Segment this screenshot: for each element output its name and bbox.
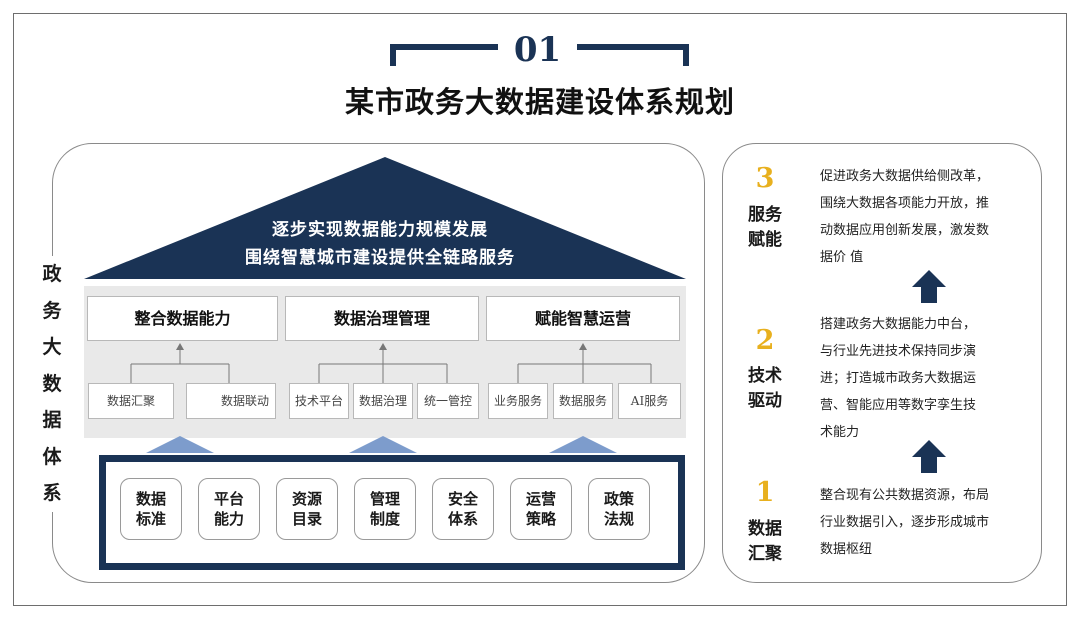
step-label: 数据汇聚: [742, 517, 788, 567]
sub-box: 数据汇聚: [88, 383, 174, 419]
pillar-line: 体系: [447, 510, 478, 528]
pillar-line: 管理: [369, 490, 400, 508]
pillar-line: 制度: [369, 510, 400, 528]
sub-box: 技术平台: [289, 383, 349, 419]
sub-box: 业务服务: [488, 383, 548, 419]
vertical-char: 据: [42, 409, 62, 431]
desc-line: 整合现有公共数据资源，布局: [820, 488, 990, 503]
capability-box-operation: 赋能智慧运营: [486, 296, 680, 341]
step-label-line: 汇聚: [748, 544, 782, 564]
pillar-line: 政策: [603, 490, 634, 508]
pillar-policy: 政策法规: [588, 478, 650, 540]
step-description: 促进政务大数据供给侧改革， 围绕大数据各项能力开放，推 动数据应用创新发展，激发…: [820, 163, 1025, 271]
step-description: 搭建政务大数据能力中台， 与行业先进技术保持同步演 进；打造城市政务大数据运 营…: [820, 311, 1025, 446]
step-label-line: 数据: [748, 519, 782, 539]
pillar-management: 管理制度: [354, 478, 416, 540]
step-description: 整合现有公共数据资源，布局 行业数据引入，逐步形成城市 数据枢纽: [820, 482, 1025, 563]
capability-box-integrate: 整合数据能力: [87, 296, 278, 341]
desc-line: 术能力: [820, 425, 860, 440]
sub-box: AI服务: [618, 383, 681, 419]
vertical-char: 体: [42, 445, 62, 468]
pillar-line: 数据: [135, 490, 166, 508]
vertical-char: 系: [42, 482, 62, 504]
sub-box: 数据治理: [353, 383, 413, 419]
step-label: 技术驱动: [742, 364, 788, 414]
pillar-line: 法规: [603, 510, 634, 528]
pillar-line: 目录: [291, 510, 322, 528]
roof-triangle: [84, 157, 686, 279]
capability-box-governance: 数据治理管理: [285, 296, 479, 341]
pillar-platform: 平台能力: [198, 478, 260, 540]
page-title: 某市政务大数据建设体系规划: [344, 85, 735, 119]
step-label: 服务赋能: [742, 203, 788, 253]
pillar-catalog: 资源目录: [276, 478, 338, 540]
pillar-security: 安全体系: [432, 478, 494, 540]
pillar-operation-strategy: 运营策略: [510, 478, 572, 540]
step-number: 3: [755, 163, 775, 194]
vertical-char: 数: [42, 372, 62, 395]
step-label-line: 服务: [748, 205, 782, 225]
desc-line: 数据枢纽: [820, 542, 873, 557]
step-label-line: 赋能: [748, 230, 782, 250]
pillar-line: 运营: [525, 490, 556, 508]
desc-line: 搭建政务大数据能力中台，: [820, 317, 977, 332]
pillar-line: 平台: [213, 490, 244, 508]
pillar-line: 资源: [291, 490, 322, 508]
vertical-label: 政 务 大 数 据 体 系: [40, 256, 64, 512]
roof-line-1: 逐步实现数据能力规模发展: [272, 220, 488, 240]
desc-line: 促进政务大数据供给侧改革，: [820, 169, 990, 184]
vertical-char: 务: [42, 299, 62, 322]
pillar-line: 标准: [135, 510, 166, 528]
step-label-line: 技术: [748, 366, 782, 386]
sub-box: 数据服务: [553, 383, 613, 419]
pillar-line: 能力: [213, 510, 244, 528]
desc-line: 动数据应用创新发展，激发数: [820, 223, 990, 238]
vertical-char: 政: [42, 263, 62, 285]
title-bracket-left: [390, 44, 498, 66]
pillar-data-standard: 数据标准: [120, 478, 182, 540]
sub-box: 统一管控: [417, 383, 479, 419]
desc-line: 据价 值: [820, 250, 864, 265]
step-number: 2: [755, 325, 775, 356]
foundation-frame: [99, 455, 685, 570]
sub-box: 数据联动: [186, 383, 276, 419]
pillar-line: 安全: [447, 490, 478, 508]
pillar-line: 策略: [525, 510, 556, 528]
desc-line: 与行业先进技术保持同步演: [820, 344, 977, 359]
desc-line: 行业数据引入，逐步形成城市: [820, 515, 990, 530]
desc-line: 营、智能应用等数字孪生技: [820, 398, 977, 413]
section-number: 01: [513, 30, 562, 70]
roof-line-2: 围绕智慧城市建设提供全链路服务: [245, 248, 515, 268]
desc-line: 围绕大数据各项能力开放，推: [820, 196, 990, 211]
desc-line: 进；打造城市政务大数据运: [820, 371, 977, 386]
outer-frame: [13, 13, 1067, 606]
title-bracket-right: [577, 44, 689, 66]
vertical-char: 大: [42, 336, 62, 358]
step-number: 1: [755, 477, 775, 508]
step-label-line: 驱动: [748, 391, 782, 411]
roadmap-panel: [722, 143, 1042, 583]
